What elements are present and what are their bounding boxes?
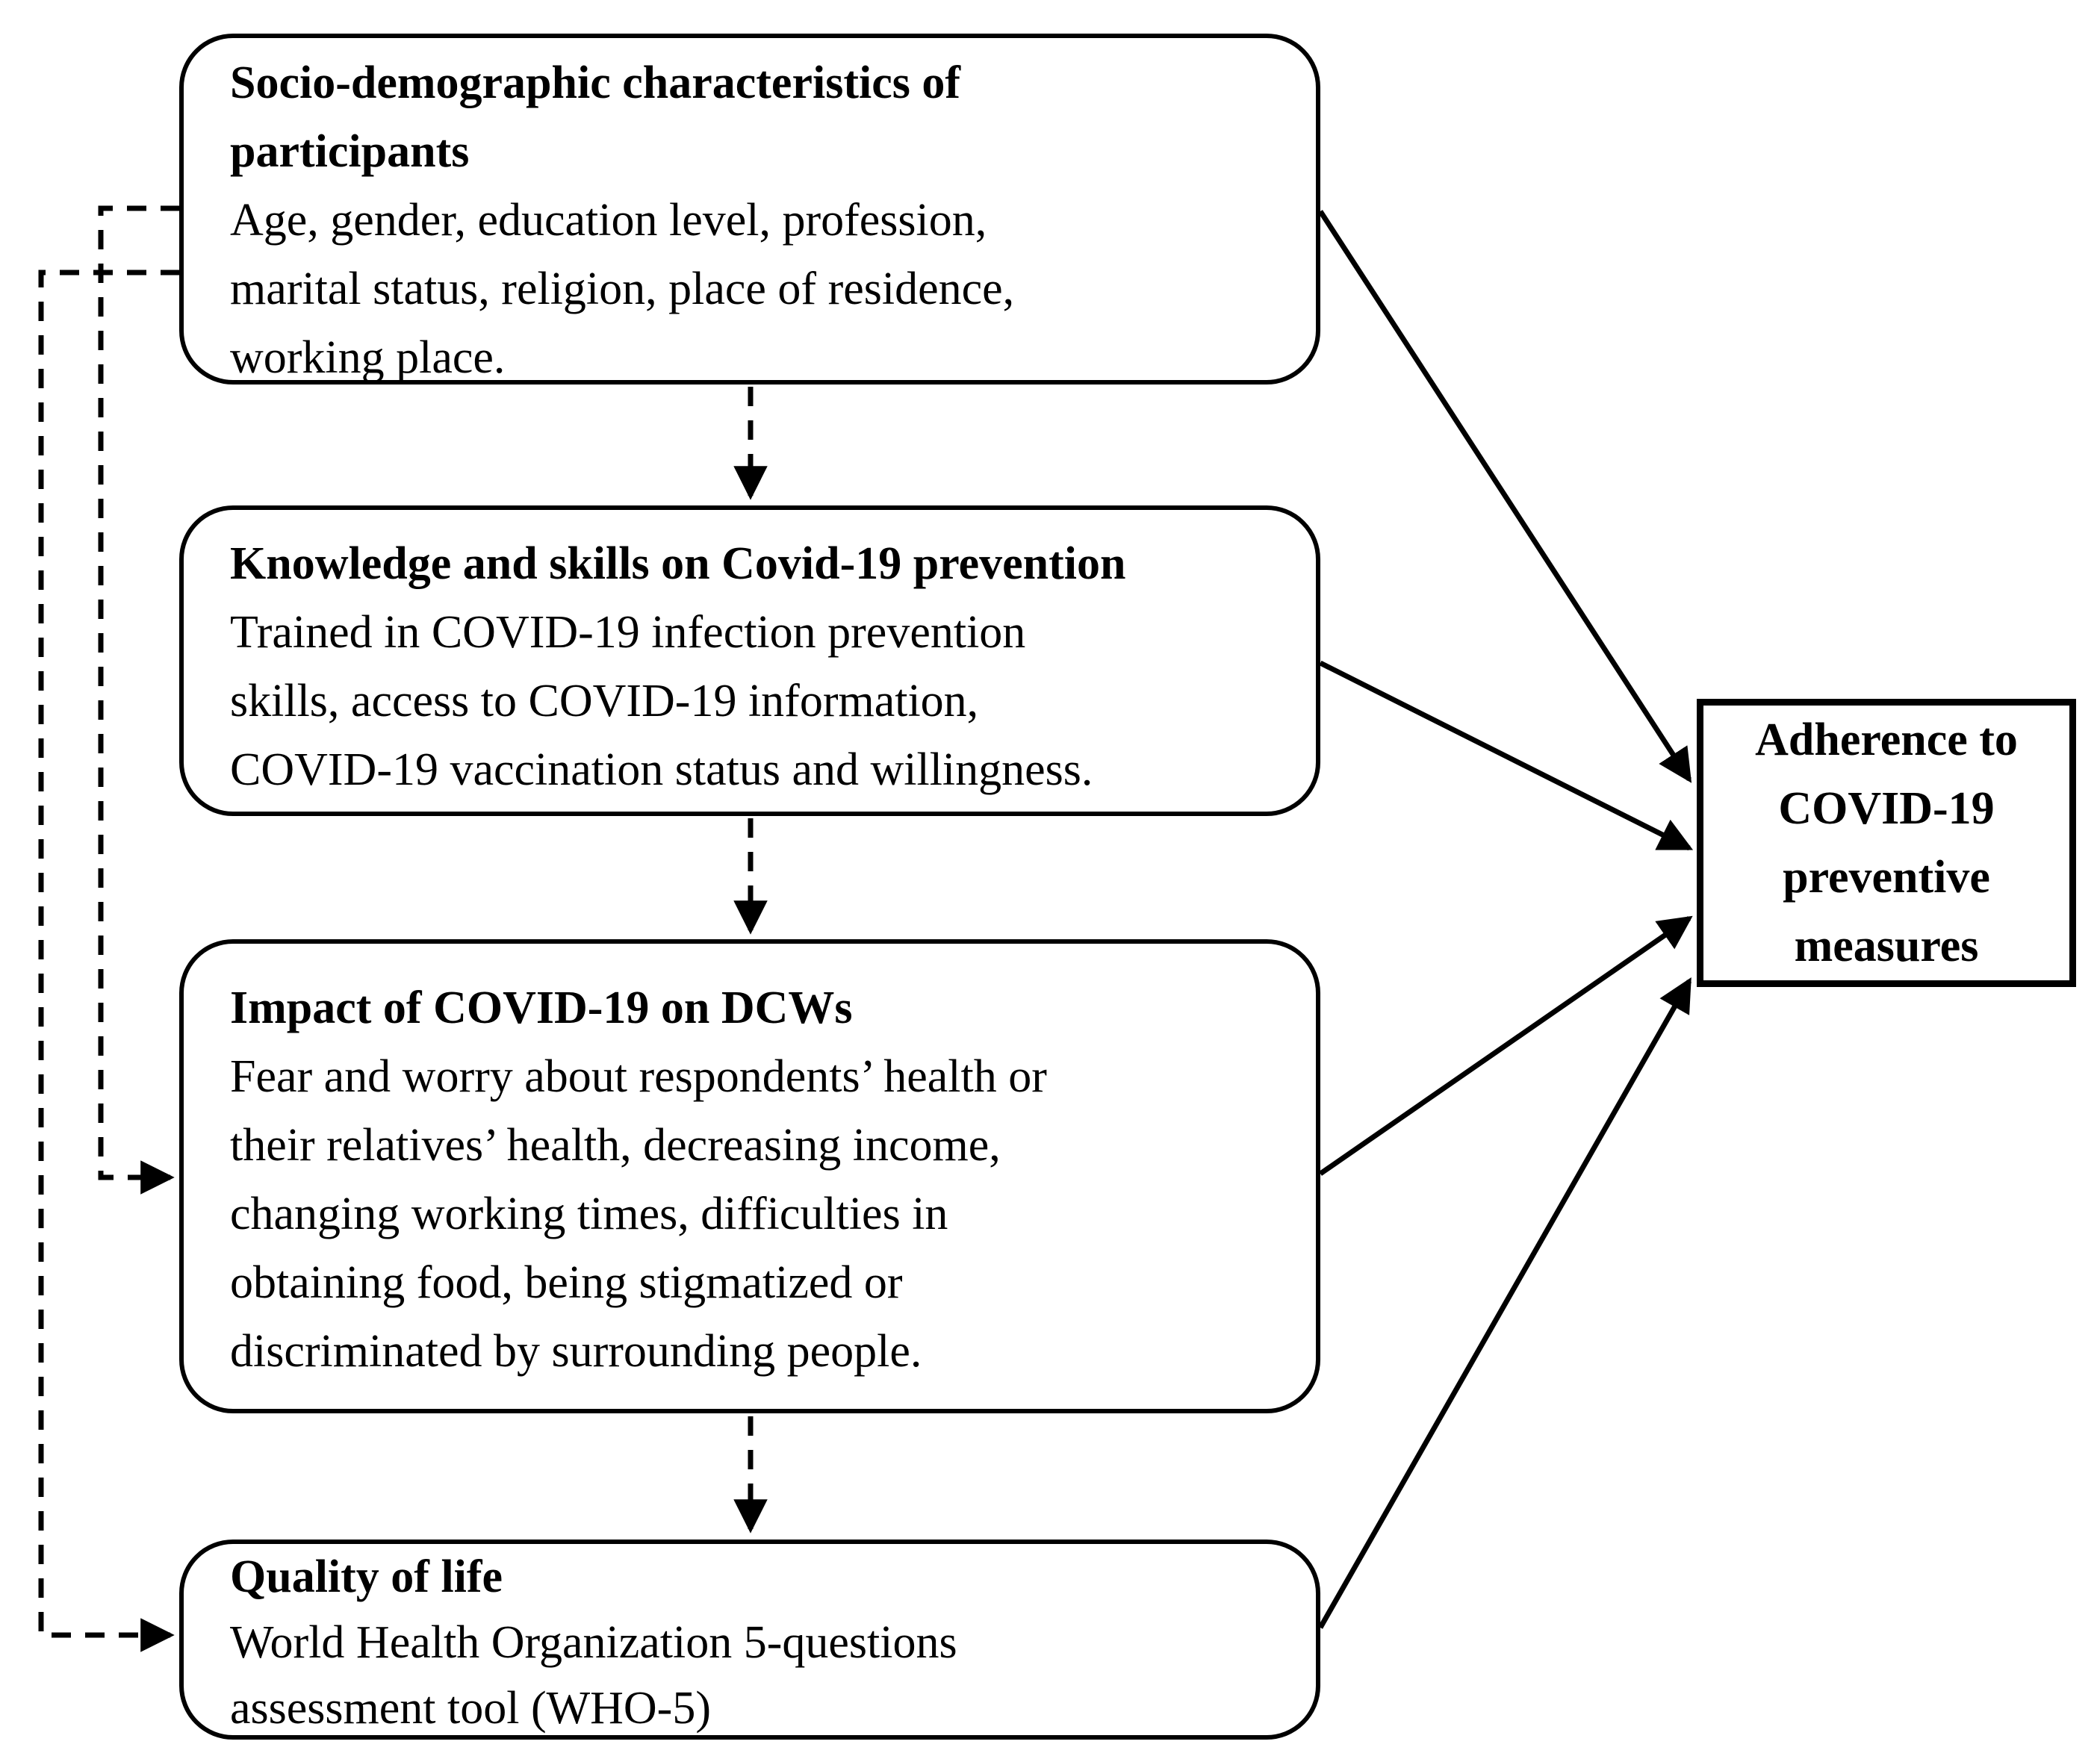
dashed-arrow-socio-to-impact [98, 205, 180, 1195]
box-socio-demographic: Socio-demographic characteristics of par… [179, 34, 1320, 385]
arrow-socio-to-adherence [1318, 210, 1692, 783]
box-knowledge-skills: Knowledge and skills on Covid-19 prevent… [179, 505, 1320, 816]
dashed-arrow-socio-to-qol [38, 270, 180, 1652]
box-impact-title: Impact of COVID-19 on DCWs [230, 983, 853, 1033]
box-impact-body: Fear and worry about respondents’ health… [230, 1051, 1047, 1377]
box-knowledge-body: Trained in COVID-19 infection prevention… [230, 607, 1093, 795]
arrow-qol-to-adherence [1317, 977, 1692, 1629]
box-impact-covid-dcws: Impact of COVID-19 on DCWs Fear and worr… [179, 939, 1320, 1413]
box-adherence-outcome: Adherence to COVID-19 preventive measure… [1697, 699, 2076, 987]
box-knowledge-title: Knowledge and skills on Covid-19 prevent… [230, 538, 1126, 589]
box-qol-title: Quality of life [230, 1551, 503, 1602]
arrow-knowledge-to-adherence [1319, 660, 1694, 851]
box-socio-body: Age, gender, education level, profession… [230, 195, 1015, 383]
box-socio-title: Socio-demographic characteristics of par… [230, 57, 960, 177]
arrow-impact-to-adherence [1319, 915, 1693, 1176]
box-adherence-label: Adherence to COVID-19 preventive measure… [1755, 715, 2018, 971]
box-qol-body: World Health Organization 5-questions as… [230, 1617, 957, 1734]
box-quality-of-life: Quality of life World Health Organizatio… [179, 1540, 1320, 1740]
